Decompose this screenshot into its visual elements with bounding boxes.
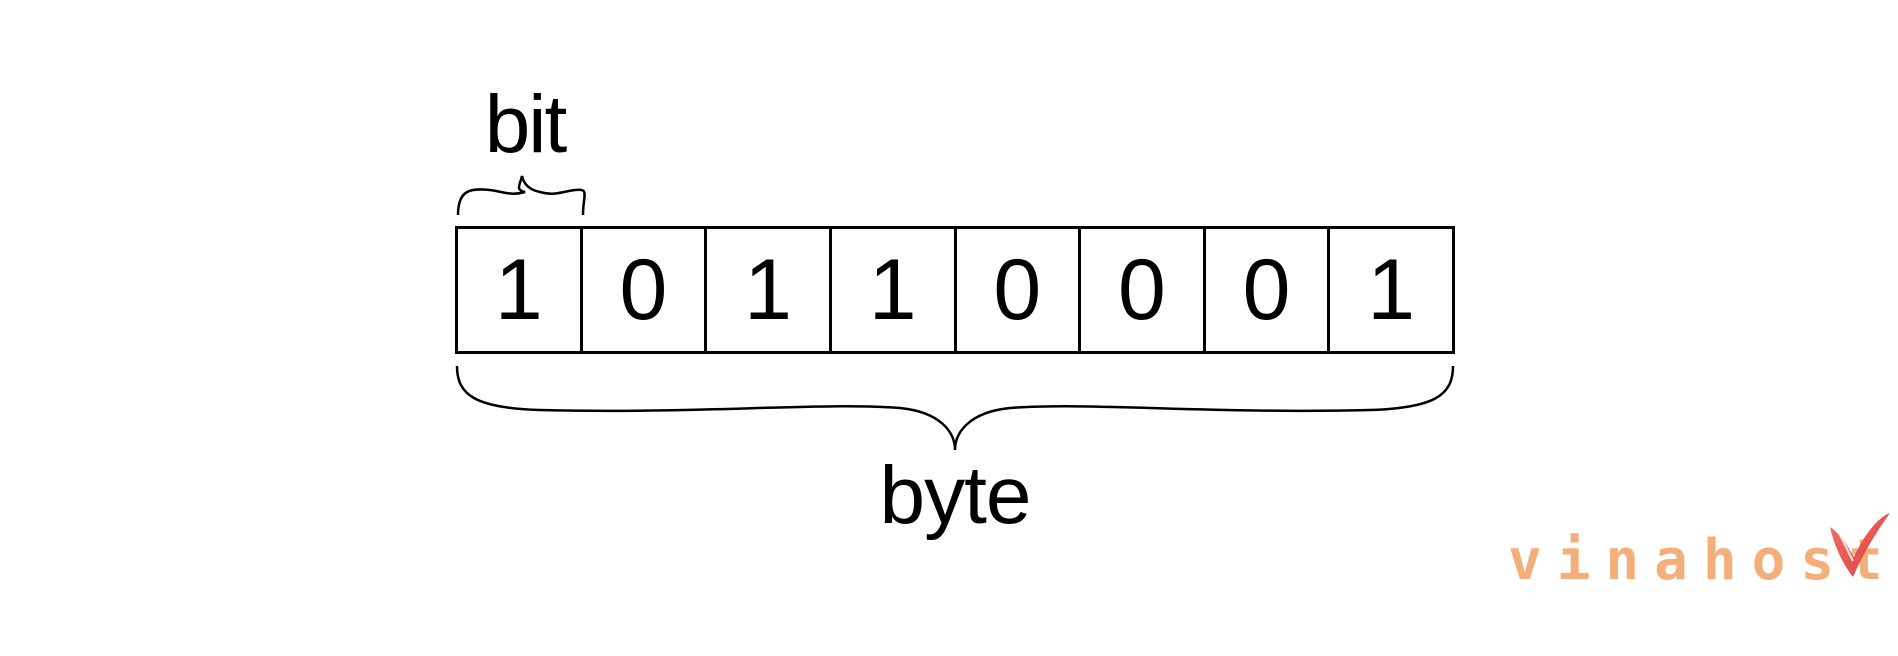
bit-cell: 1 bbox=[832, 229, 957, 351]
byte-label: byte bbox=[879, 450, 1032, 541]
bit-brace bbox=[456, 175, 586, 216]
bit-cell: 0 bbox=[957, 229, 1082, 351]
byte-cells: 1 0 1 1 0 0 0 1 bbox=[455, 226, 1455, 354]
vinahost-logo: vinahost. bbox=[1508, 505, 1898, 595]
checkmark-logo-icon bbox=[1830, 513, 1890, 577]
bit-cell: 1 bbox=[1367, 242, 1416, 338]
bit-label: bit bbox=[484, 79, 568, 170]
bit-cell: 1 bbox=[707, 229, 832, 351]
bit-cell: 1 bbox=[458, 229, 583, 351]
byte-brace bbox=[455, 365, 1455, 451]
bit-cell: 0 bbox=[1206, 229, 1331, 351]
bit-cell: 0 bbox=[583, 229, 708, 351]
bit-cell: 0 bbox=[1081, 229, 1206, 351]
logo-text: vinahost. bbox=[1508, 528, 1898, 593]
